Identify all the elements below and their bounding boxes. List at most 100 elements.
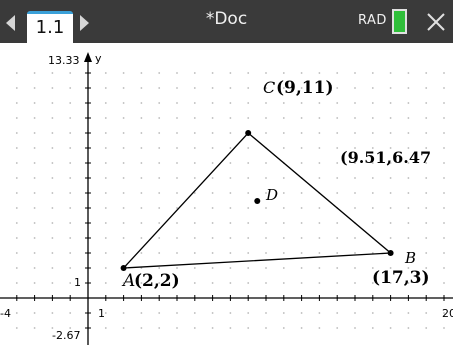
grid-dot bbox=[140, 102, 143, 104]
page-tab[interactable]: 1.1 bbox=[27, 11, 73, 43]
point-b-dot[interactable] bbox=[387, 250, 394, 256]
grid-dot bbox=[104, 282, 107, 284]
grid-dot bbox=[51, 147, 54, 149]
point-d[interactable]: D bbox=[254, 186, 278, 204]
grid-dot bbox=[69, 102, 72, 104]
grid-dot bbox=[247, 282, 250, 284]
grid-dot bbox=[389, 207, 392, 209]
grid-dot bbox=[300, 327, 303, 329]
grid-dot bbox=[300, 207, 303, 209]
point-c[interactable]: C (9,11) bbox=[245, 78, 334, 136]
grid-dot bbox=[389, 72, 392, 74]
point-c-dot[interactable] bbox=[245, 130, 252, 136]
grid-dot bbox=[104, 267, 107, 269]
grid-dot bbox=[407, 237, 410, 239]
point-a-dot[interactable] bbox=[120, 265, 127, 271]
prev-page-arrow-icon[interactable] bbox=[6, 15, 15, 31]
grid-dot bbox=[443, 237, 445, 239]
grid-dot bbox=[69, 177, 72, 179]
grid-dot bbox=[104, 102, 107, 104]
grid-dot bbox=[389, 102, 392, 104]
grid-dot bbox=[425, 162, 428, 164]
grid-dot bbox=[318, 222, 321, 224]
grid-dot bbox=[371, 192, 374, 194]
grid-dot bbox=[425, 207, 428, 209]
graph-area[interactable]: y 13.33 -2.67 1 -4 1 20 A (2,2) B (17,3)… bbox=[0, 43, 453, 345]
grid-dot bbox=[354, 252, 356, 254]
grid-dot bbox=[425, 312, 428, 314]
grid-dot bbox=[176, 87, 178, 89]
point-b[interactable]: B (17,3) bbox=[372, 249, 430, 288]
grid-dot bbox=[158, 147, 161, 149]
next-page-arrow-icon[interactable] bbox=[80, 15, 89, 31]
point-d-name: D bbox=[265, 186, 278, 204]
point-a-name: A bbox=[121, 271, 135, 291]
point-a[interactable]: A (2,2) bbox=[120, 265, 180, 291]
grid-dot bbox=[318, 237, 321, 239]
grid-dot bbox=[51, 162, 54, 164]
grid-dot bbox=[229, 147, 232, 149]
grid-dot bbox=[140, 327, 143, 329]
grid-dot bbox=[211, 87, 214, 89]
grid-dot bbox=[336, 102, 339, 104]
grid-dot bbox=[69, 327, 72, 329]
grid-dot bbox=[211, 117, 214, 119]
grid-dot bbox=[425, 267, 428, 269]
grid-dot bbox=[443, 72, 445, 74]
grid-dot bbox=[140, 117, 143, 119]
grid-dot bbox=[193, 282, 196, 284]
grid-dot bbox=[282, 102, 285, 104]
grid-dot bbox=[33, 282, 36, 284]
grid-dot bbox=[282, 177, 285, 179]
grid-dot bbox=[158, 327, 161, 329]
point-d-dot[interactable] bbox=[254, 197, 261, 204]
grid-dot bbox=[371, 222, 374, 224]
grid-dot bbox=[140, 147, 143, 149]
grid-dot bbox=[336, 222, 339, 224]
grid-dot bbox=[336, 72, 339, 74]
grid-dot bbox=[33, 72, 36, 74]
grid-dot bbox=[300, 147, 303, 149]
grid-dot bbox=[443, 87, 445, 89]
grid-dot bbox=[336, 327, 339, 329]
grid-dot bbox=[336, 267, 339, 269]
x-axis-ticks bbox=[16, 295, 445, 301]
grid-dot bbox=[158, 117, 161, 119]
grid-dot bbox=[265, 267, 267, 269]
x-min-label: -4 bbox=[0, 307, 11, 320]
grid-dot bbox=[354, 282, 356, 284]
close-icon[interactable] bbox=[423, 9, 449, 35]
grid-dot bbox=[389, 267, 392, 269]
grid-dot bbox=[300, 102, 303, 104]
grid-dot bbox=[15, 72, 18, 74]
grid-dot bbox=[318, 87, 321, 89]
grid-dot bbox=[318, 267, 321, 269]
grid-dot bbox=[282, 147, 285, 149]
grid-dot bbox=[158, 177, 161, 179]
grid-dot bbox=[354, 147, 356, 149]
grid-dot bbox=[122, 252, 125, 254]
grid-dot bbox=[229, 327, 232, 329]
grid-dot bbox=[104, 162, 107, 164]
grid-dot bbox=[265, 132, 267, 134]
grid-dot bbox=[318, 102, 321, 104]
grid-dot bbox=[104, 222, 107, 224]
grid-dot bbox=[69, 192, 72, 194]
grid-dot bbox=[300, 237, 303, 239]
grid-dot bbox=[158, 312, 161, 314]
grid-dot bbox=[51, 177, 54, 179]
grid-dot bbox=[69, 237, 72, 239]
grid-dot bbox=[140, 87, 143, 89]
grid-dot bbox=[104, 147, 107, 149]
grid-dot bbox=[33, 267, 36, 269]
grid-dot bbox=[247, 177, 250, 179]
grid-dot bbox=[354, 237, 356, 239]
triangle-abc[interactable] bbox=[122, 132, 393, 269]
grid-dot bbox=[229, 117, 232, 119]
grid-dot bbox=[140, 72, 143, 74]
grid-dot bbox=[265, 327, 267, 329]
grid-dot bbox=[15, 222, 18, 224]
grid-dot bbox=[104, 252, 107, 254]
grid-dot bbox=[389, 87, 392, 89]
grid-dot bbox=[229, 252, 232, 254]
